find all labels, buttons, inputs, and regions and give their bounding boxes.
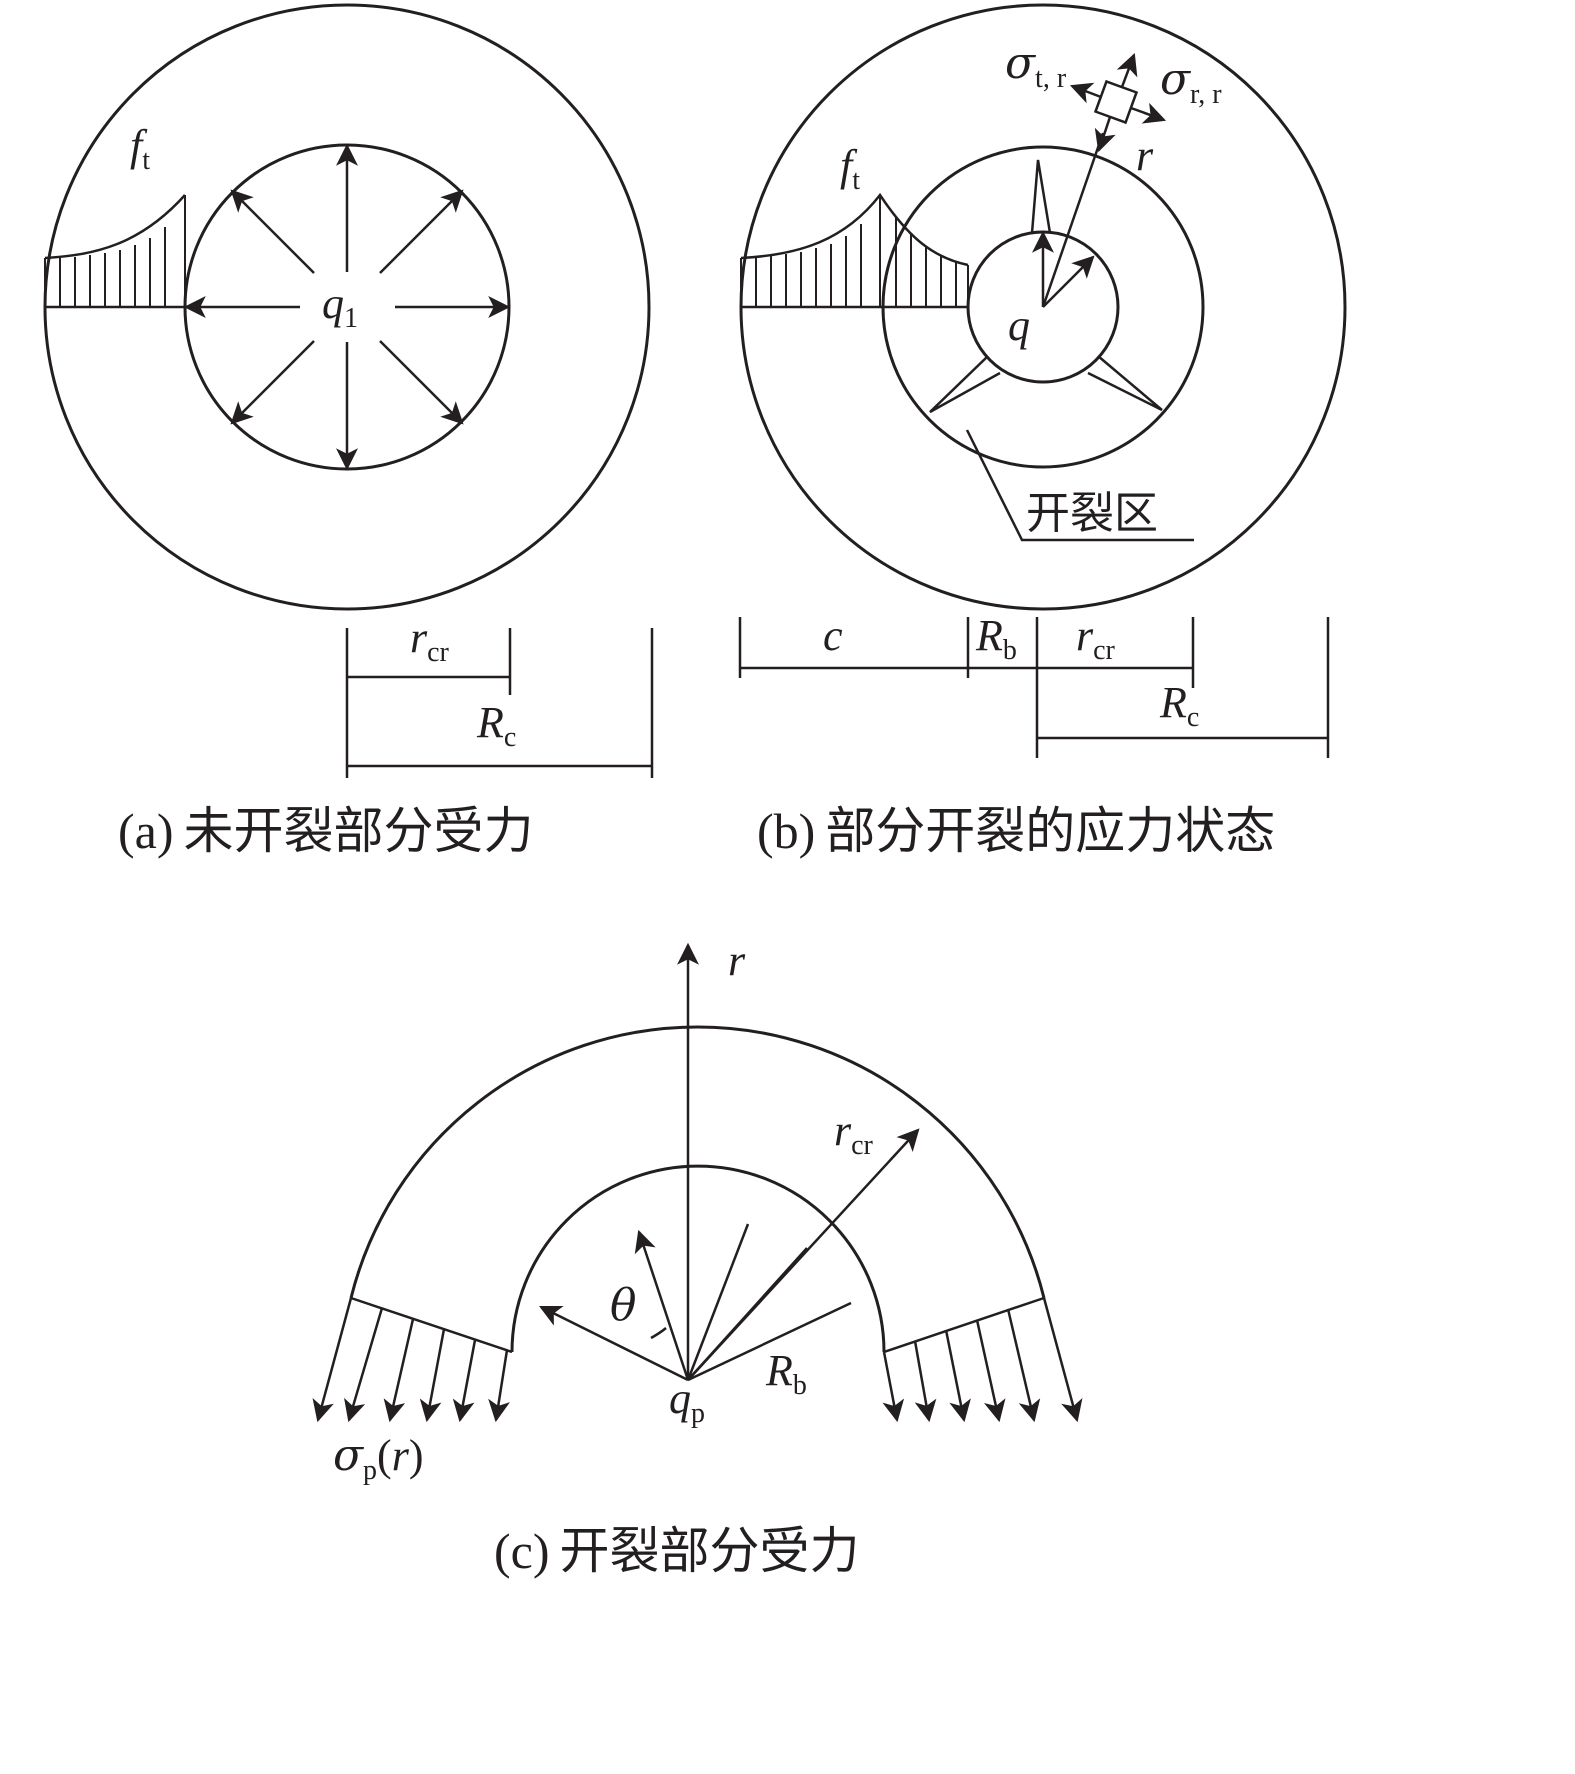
ft-label-a: ft	[130, 121, 150, 176]
sigma-t-label: σt, r	[1005, 38, 1067, 94]
theta-label: θ	[610, 1280, 637, 1331]
inner-arc-c	[510, 1164, 886, 1353]
sigma-t-arrow-down	[1094, 116, 1116, 153]
pressure-arrow-nw	[230, 189, 315, 274]
radius-r-line	[1041, 132, 1105, 308]
theta-arrow-1	[634, 1229, 690, 1381]
tension-hatch-a	[44, 195, 186, 307]
rcr-label-b: rcr	[1076, 611, 1116, 666]
sigma-arrows-left	[312, 1297, 510, 1423]
sigma-r-label: σr, r	[1160, 54, 1222, 110]
qp-label: qp	[669, 1374, 705, 1429]
tension-curve-a	[44, 194, 186, 260]
panel-b: σt, r σr, r r ft q 开裂区 c Rb rcr Rc (b)部分…	[738, 3, 1347, 860]
ft-label-b: ft	[840, 141, 860, 196]
sigma-t-arrow-up	[1116, 52, 1138, 88]
radius-arrows-c	[539, 1128, 920, 1382]
Rc-label-a: Rc	[476, 698, 516, 753]
q-label-b: q	[1008, 301, 1030, 350]
tension-curve-b	[740, 192, 969, 267]
dimension-lines-b	[738, 617, 1330, 758]
end-face-right	[883, 1296, 1045, 1354]
caption-a: (a)未开裂部分受力	[118, 802, 534, 860]
Rc-label-b: Rc	[1159, 678, 1199, 733]
tension-hatch-b	[740, 195, 969, 307]
c-label: c	[823, 611, 843, 660]
radial-cracks	[929, 159, 1163, 414]
sigma-r-arrow-in	[1069, 82, 1102, 104]
pressure-arrows-a	[183, 143, 511, 471]
sigma-p-label: σp(r)	[333, 1430, 423, 1486]
dimension-lines-a	[345, 628, 654, 778]
caption-c: (c)开裂部分受力	[494, 1522, 860, 1580]
Rb-label-b: Rb	[975, 611, 1017, 666]
crack-zone-label: 开裂区	[1026, 488, 1158, 539]
stress-element	[1069, 52, 1167, 153]
pressure-arrow-sw	[230, 340, 315, 425]
sigma-r-arrow-out	[1130, 102, 1167, 124]
crack-zone-leader	[965, 429, 1194, 542]
Rb-label-c: Rb	[765, 1346, 807, 1401]
outer-arc-c	[349, 1025, 1046, 1299]
stress-element-box	[1093, 79, 1139, 125]
rcr-label-a: rcr	[410, 613, 450, 668]
r-label-b: r	[1136, 131, 1154, 180]
q1-label: q1	[322, 279, 358, 334]
crack-lower-left	[929, 355, 1001, 414]
sigma-arrows-right	[882, 1297, 1083, 1423]
theta-arrow-2	[539, 1305, 689, 1382]
panel-c: r θ rcr Rb qp	[312, 936, 1083, 1580]
pressure-arrow-ne	[379, 189, 464, 274]
pressure-arrow-se	[379, 340, 464, 425]
r-axis-label: r	[728, 936, 746, 985]
panel-a: ft q1 rcr Rc (a)未开裂部分受力	[43, 3, 654, 860]
theta-arc	[650, 1327, 667, 1340]
caption-b: (b)部分开裂的应力状态	[757, 802, 1275, 860]
crack-top	[1030, 159, 1052, 234]
rcr-arrow	[687, 1128, 920, 1381]
crack-lower-right	[1087, 355, 1163, 412]
end-face-left	[350, 1296, 513, 1354]
bore-pressure-arrows	[1032, 230, 1095, 308]
rcr-label-c: rcr	[834, 1106, 874, 1161]
